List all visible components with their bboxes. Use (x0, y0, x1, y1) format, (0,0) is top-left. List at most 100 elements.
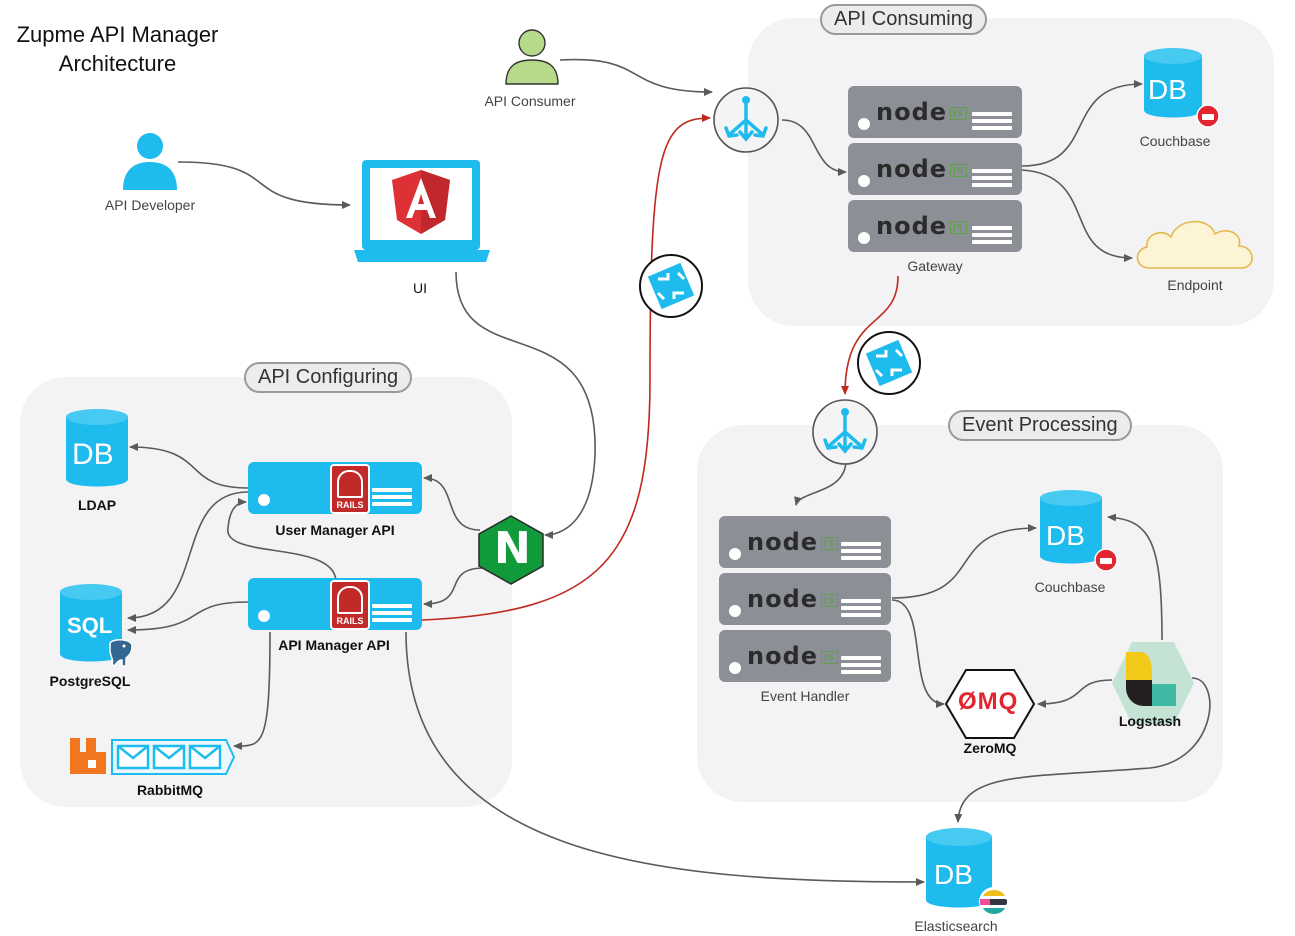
server-led-icon (858, 118, 870, 130)
rails-logo-icon: RAILS (330, 464, 370, 514)
server-led-icon (858, 175, 870, 187)
user-manager-api-server: RAILS (248, 462, 422, 514)
couchbase-badge-icon (1094, 548, 1118, 572)
link-gateway-to-event-red (841, 275, 899, 395)
event-processing-label: Event Processing (948, 410, 1132, 441)
link-gateway-to-couchbase (1021, 80, 1143, 167)
link-handler-to-couchbase (891, 524, 1037, 599)
server-lines-icon (372, 488, 412, 509)
link-usermgr-to-postgres (127, 491, 249, 622)
database-icon (1040, 490, 1102, 564)
api-consumer-label: API Consumer (484, 93, 576, 109)
elasticsearch-icon (979, 887, 1009, 917)
link-apimgr-to-usermgr (227, 498, 337, 583)
router-icon (857, 331, 921, 395)
api-manager-api-server: RAILS (248, 578, 422, 630)
logstash-icon (1112, 642, 1194, 724)
nginx-icon (478, 515, 544, 585)
rabbitmq-icon (70, 738, 236, 775)
couchbase-event-label: Couchbase (1034, 579, 1106, 595)
router-icon (639, 254, 703, 318)
server-lines-icon (972, 226, 1012, 247)
link-lb-to-gateway (781, 119, 847, 176)
server-lines-icon (972, 112, 1012, 133)
couchbase-event-db-text: DB (1046, 520, 1085, 551)
zeromq-logo-text: ØMQ (958, 688, 1019, 715)
server-led-icon (258, 494, 270, 506)
link-logstash-to-zeromq (1037, 679, 1113, 708)
gateway-label: Gateway (907, 258, 963, 274)
cloud-icon (1136, 220, 1253, 269)
zeromq-icon (944, 669, 1036, 739)
endpoint-label: Endpoint (1167, 277, 1223, 293)
api-developer-label: API Developer (104, 197, 196, 213)
logstash-label: Logstash (1118, 713, 1182, 729)
server-lines-icon (372, 604, 412, 625)
ldap-label: LDAP (77, 497, 117, 513)
user-manager-api-label: User Manager API (275, 522, 395, 538)
link-event-lb-to-handler (794, 459, 847, 506)
database-icon (926, 828, 992, 908)
server-lines-icon (841, 656, 881, 677)
link-ui-to-nginx (455, 271, 596, 539)
person-icon (505, 29, 559, 85)
link-nginx-to-usermgr (423, 474, 481, 531)
postgresql-label: PostgreSQL (49, 673, 131, 689)
rabbitmq-label: RabbitMQ (136, 782, 204, 798)
nginx-logo-text: N (494, 523, 531, 574)
elasticsearch-db-text: DB (934, 859, 973, 890)
api-configuring-label: API Configuring (244, 362, 413, 393)
postgres-elephant-icon (109, 639, 133, 668)
link-gateway-to-endpoint (1021, 169, 1133, 262)
couchbase-top-label: Couchbase (1139, 133, 1211, 149)
database-icon (66, 409, 128, 487)
server-lines-icon (972, 169, 1012, 190)
link-apimgr-to-elasticsearch (405, 631, 925, 886)
link-usermgr-to-ldap (129, 443, 249, 489)
link-apimgr-to-postgres (127, 601, 249, 634)
load-balancer-icon (812, 399, 878, 465)
server-led-icon (729, 662, 741, 674)
api-consuming-label: API Consuming (820, 4, 987, 35)
link-handler-to-zeromq (891, 599, 945, 708)
couchbase-db-text: DB (1148, 74, 1187, 105)
link-apimgr-to-gateway-red (421, 114, 711, 621)
server-led-icon (858, 232, 870, 244)
postgres-sql-text: SQL (67, 613, 113, 638)
link-apimgr-to-rabbitmq (233, 631, 271, 751)
link-nginx-to-apimgr (423, 567, 485, 608)
server-led-icon (729, 548, 741, 560)
zeromq-label: ZeroMQ (963, 740, 1017, 756)
server-lines-icon (841, 599, 881, 620)
event-handler-label: Event Handler (760, 688, 850, 704)
server-lines-icon (841, 542, 881, 563)
api-manager-api-label: API Manager API (278, 637, 390, 653)
diagram-title: Zupme API Manager Architecture (16, 22, 219, 76)
angular-icon (392, 170, 450, 234)
server-led-icon (729, 605, 741, 617)
couchbase-badge-icon (1196, 104, 1220, 128)
person-icon (123, 133, 177, 190)
elasticsearch-label: Elasticsearch (914, 918, 998, 934)
rails-logo-icon: RAILS (330, 580, 370, 630)
ldap-db-text: DB (72, 438, 114, 471)
link-consumer-to-gateway-lb (559, 58, 713, 96)
database-icon (60, 584, 122, 662)
ui-label: UI (413, 280, 427, 296)
load-balancer-icon (713, 87, 779, 153)
server-led-icon (258, 610, 270, 622)
database-icon (1144, 48, 1202, 118)
link-developer-to-ui (177, 161, 351, 209)
